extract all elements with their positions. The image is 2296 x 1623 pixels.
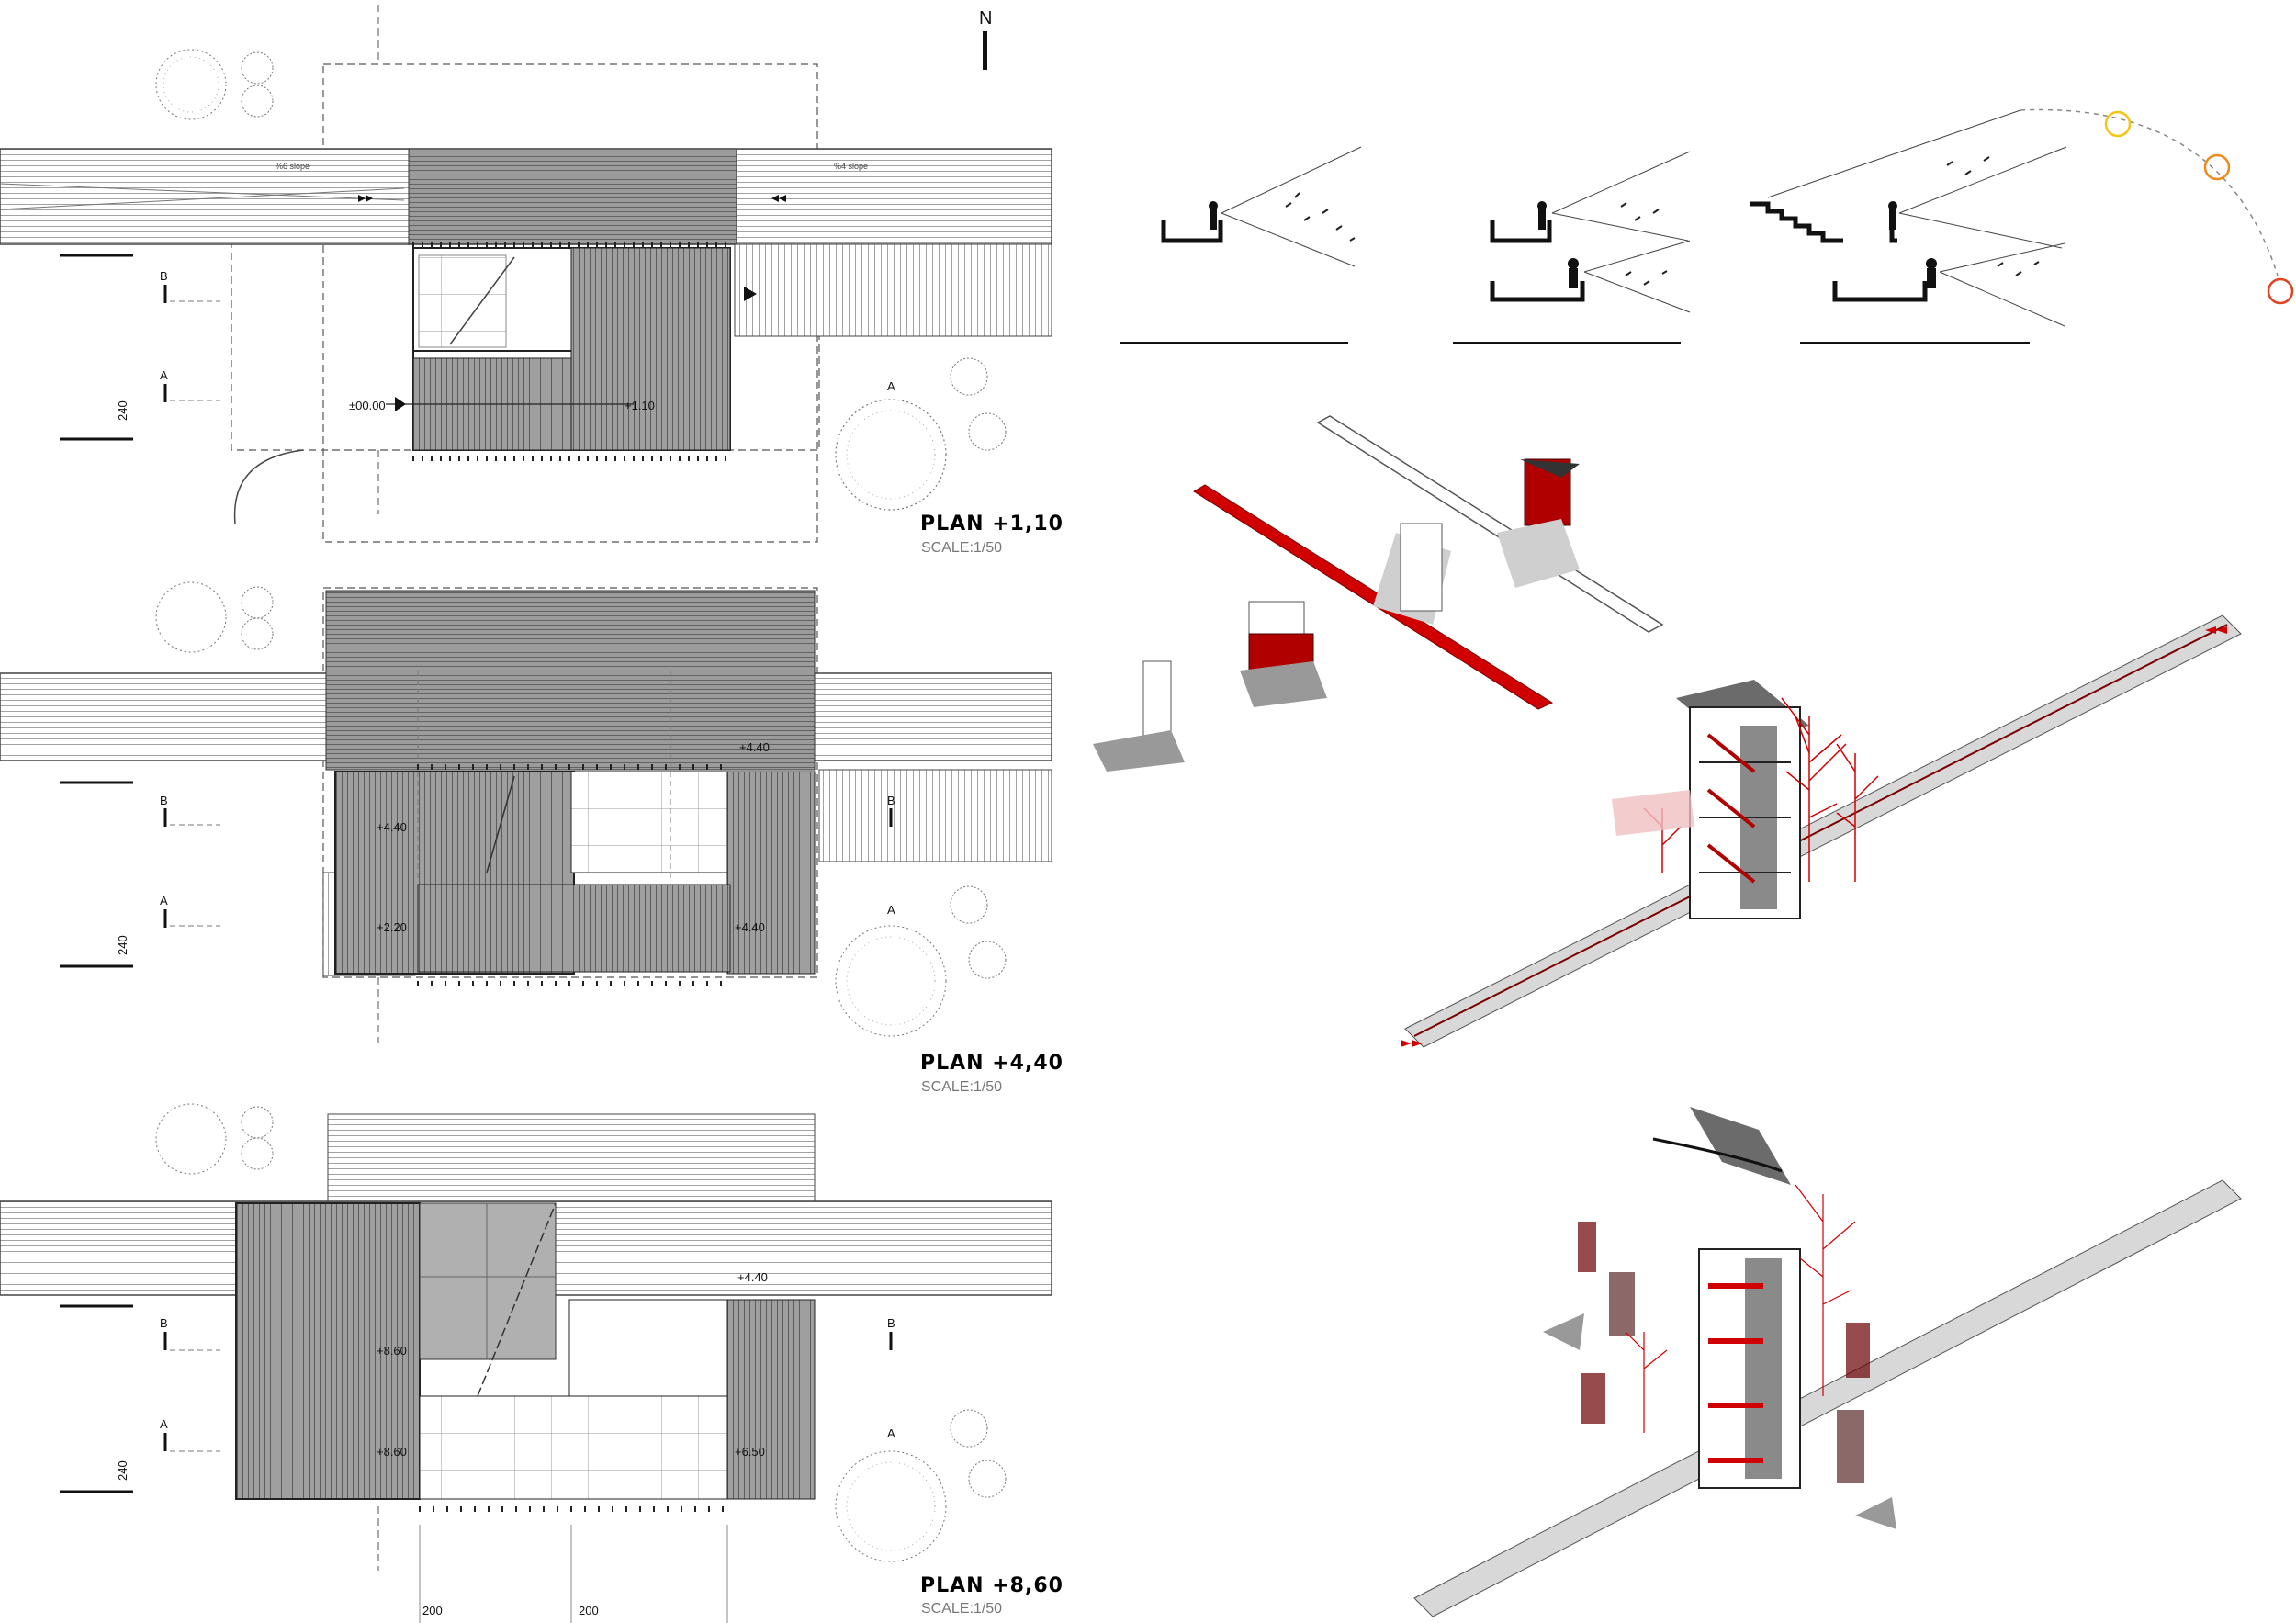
svg-text:B: B <box>887 794 895 807</box>
grid-dimension: 200 <box>579 1604 599 1617</box>
sun-path-diagram: A <box>835 357 1007 511</box>
slope-left-label: %6 slope <box>276 162 310 171</box>
plan-scale: SCALE:1/50 <box>921 540 1002 556</box>
level-label: ±00.00 <box>349 399 386 412</box>
section-b-label: B <box>160 794 168 807</box>
plan-title: PLAN +1,10 <box>920 513 1064 535</box>
plan-level-3: 200 200 240 B A B +4.40 +8.60 +8.60 +6.5… <box>0 1103 1064 1623</box>
sun-path-diagram: A <box>835 1409 1007 1562</box>
level-label: +1.10 <box>625 399 655 412</box>
svg-text:A: A <box>887 1426 895 1440</box>
section-a-label: A <box>160 1417 168 1431</box>
north-label: N <box>979 8 992 28</box>
level-label: +4.40 <box>737 1270 768 1284</box>
level-label: +4.40 <box>739 740 770 754</box>
plan-scale: SCALE:1/50 <box>921 1601 1002 1617</box>
grid-dimension: 200 <box>422 1604 443 1617</box>
plan-level-1: %6 slope %4 slope 240 B A ±00.00 +1.10 <box>0 5 1064 556</box>
svg-text:B: B <box>887 1316 895 1330</box>
svg-text:A: A <box>887 379 895 393</box>
plan-level-2: 240 B A B +4.40 +4.40 +2.20 +4.40 A PLAN… <box>0 581 1064 1095</box>
level-label: +2.20 <box>377 920 407 934</box>
viewing-angle-diagram <box>1120 146 1362 344</box>
dimension-label: 240 <box>116 400 129 421</box>
axonometric-tower <box>1401 614 2242 1048</box>
level-label: +4.40 <box>377 820 407 834</box>
dimension-label: 240 <box>116 935 129 955</box>
level-label: +6.50 <box>735 1445 765 1459</box>
sun-path-diagram <box>155 581 274 653</box>
sun-path-diagram <box>155 49 274 120</box>
level-label: +8.60 <box>377 1344 407 1358</box>
north-arrow: N <box>979 8 992 70</box>
axonometric-exploded-tower <box>1413 1107 2242 1617</box>
plan-title: PLAN +4,40 <box>920 1052 1064 1075</box>
sun-path-diagram <box>155 1103 274 1175</box>
slope-right-label: %4 slope <box>834 162 868 171</box>
section-b-label: B <box>160 1316 168 1330</box>
plan-title: PLAN +8,60 <box>920 1574 1064 1597</box>
viewing-angle-diagram <box>1453 151 1691 344</box>
exploded-mass-diagram <box>1093 415 1664 772</box>
plan-scale: SCALE:1/50 <box>921 1079 1002 1095</box>
dimension-label: 240 <box>116 1460 129 1481</box>
sun-path-diagram: A <box>835 885 1007 1037</box>
svg-text:A: A <box>887 903 895 917</box>
orbit-path <box>2020 108 2294 305</box>
section-b-label: B <box>160 269 168 283</box>
viewing-angle-diagram <box>1750 109 2067 344</box>
section-a-label: A <box>160 894 168 907</box>
level-label: +8.60 <box>377 1445 407 1459</box>
level-label: +4.40 <box>735 920 765 934</box>
section-a-label: A <box>160 368 168 382</box>
